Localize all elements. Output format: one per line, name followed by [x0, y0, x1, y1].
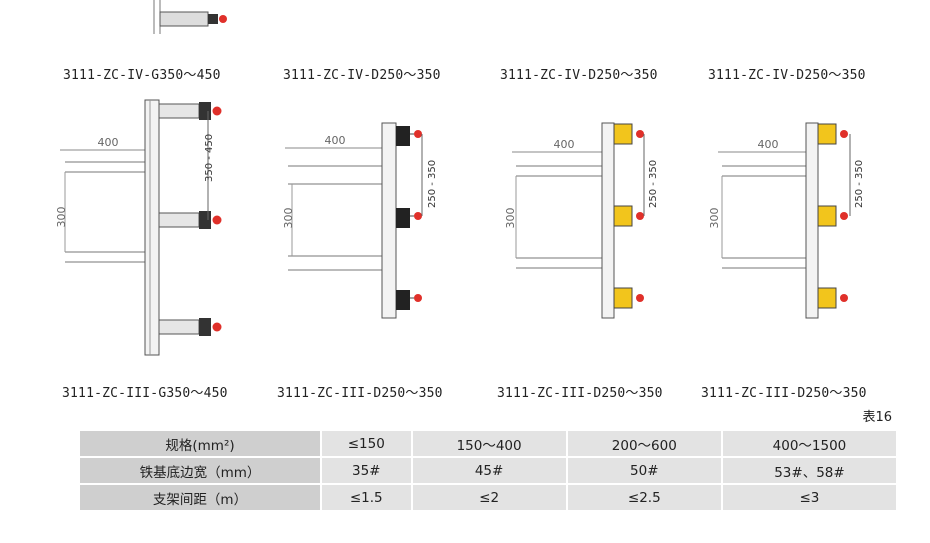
porcelain-insulator-icon [158, 102, 222, 120]
bracket-drawing-d-black: 400 300 250 - 350 [282, 122, 438, 319]
caption-top-3: 3111-ZC-IV-D250～350 [500, 68, 658, 83]
dim-width-label: 400 [758, 138, 779, 151]
table-cell: 53#、58# [720, 456, 899, 485]
table-row: 支架间距（m） ≤1.5 ≤2 ≤2.5 ≤3 [78, 483, 899, 512]
table-cell: ≤1.5 [320, 483, 413, 512]
porcelain-insulator-icon [158, 211, 222, 229]
dim-width-label: 400 [554, 138, 575, 151]
table-cell: 200～600 [565, 429, 723, 458]
black-clamp-icon [396, 208, 422, 228]
dim-spacing-label: 250 - 350 [854, 160, 865, 208]
yellow-clamp-icon [613, 287, 644, 309]
dim-spacing-label: 250 - 350 [648, 160, 659, 208]
dim-spacing-label: 250 - 350 [427, 160, 438, 208]
dim-height-label: 300 [282, 208, 295, 229]
yellow-clamp-icon [817, 123, 848, 145]
table-cell: 400～1500 [720, 429, 899, 458]
table-cell: 35# [320, 456, 413, 485]
dim-height-label: 300 [504, 208, 517, 229]
caption-top-1: 3111-ZC-IV-G350～450 [63, 68, 221, 83]
yellow-clamp-icon [817, 205, 848, 227]
caption-bottom-4: 3111-ZC-III-D250～350 [701, 386, 867, 401]
table-cell: 45# [410, 456, 568, 485]
row-header: 规格(mm²) [78, 429, 322, 458]
caption-top-2: 3111-ZC-IV-D250～350 [283, 68, 441, 83]
table-row: 铁基底边宽（mm） 35# 45# 50# 53#、58# [78, 456, 899, 485]
row-header: 支架间距（m） [78, 483, 322, 512]
spec-table: 规格(mm²) ≤150 150～400 200～600 400～1500 铁基… [78, 429, 899, 512]
top-drawing-stub [153, 0, 227, 34]
table-cell: ≤2 [410, 483, 568, 512]
table-cell: ≤2.5 [565, 483, 723, 512]
caption-bottom-3: 3111-ZC-III-D250～350 [497, 386, 663, 401]
dim-height-label: 300 [708, 208, 721, 229]
black-clamp-icon [396, 290, 422, 310]
porcelain-insulator-icon [158, 318, 222, 336]
table-number-label: 表16 [862, 410, 892, 425]
yellow-clamp-icon [613, 123, 644, 145]
dim-height-label: 300 [55, 207, 68, 228]
dim-width-label: 400 [325, 134, 346, 147]
row-header: 铁基底边宽（mm） [78, 456, 322, 485]
table-cell: ≤3 [720, 483, 899, 512]
caption-top-4: 3111-ZC-IV-D250～350 [708, 68, 866, 83]
table-cell: 150～400 [410, 429, 568, 458]
table-cell: 50# [565, 456, 723, 485]
table-cell: ≤150 [320, 429, 413, 458]
yellow-clamp-icon [613, 205, 644, 227]
bracket-drawing-d-yellow: 400 300 250 - 350 [504, 122, 659, 319]
table-row: 规格(mm²) ≤150 150～400 200～600 400～1500 [78, 429, 899, 458]
bracket-drawing-d-yellow-2: 400 300 250 - 350 [708, 122, 865, 319]
yellow-clamp-icon [817, 287, 848, 309]
black-clamp-icon [396, 126, 422, 146]
dim-width-label: 400 [98, 136, 119, 149]
dim-spacing-label: 350 - 450 [204, 134, 215, 182]
caption-bottom-1: 3111-ZC-III-G350～450 [62, 386, 228, 401]
bracket-drawing-g: 400 300 350 - 450 [55, 99, 222, 356]
caption-bottom-2: 3111-ZC-III-D250～350 [277, 386, 443, 401]
